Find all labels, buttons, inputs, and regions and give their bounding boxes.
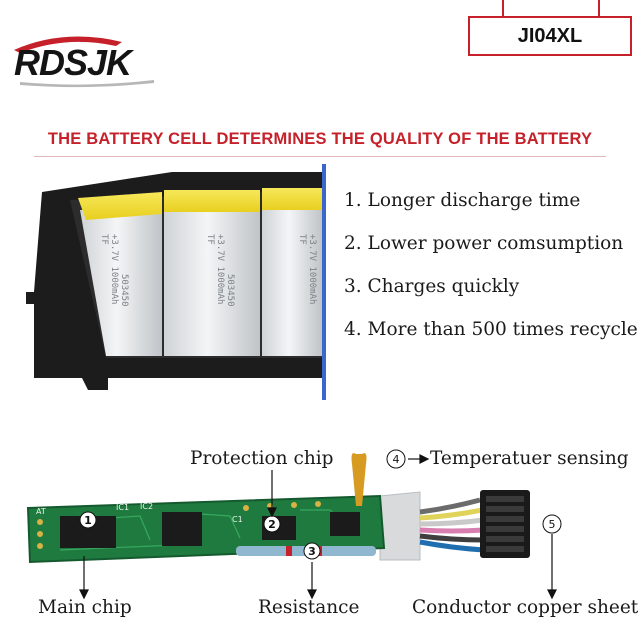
temperature-sensor bbox=[351, 453, 367, 506]
cell-1-brand: TF bbox=[99, 234, 109, 245]
cell-1-code: 503450 bbox=[119, 274, 129, 307]
feature-item: 1. Longer discharge time bbox=[344, 190, 581, 211]
badge-connector-right bbox=[598, 0, 600, 16]
marker-protection-chip: 2 bbox=[268, 518, 276, 531]
label-conductor-copper-sheet: Conductor copper sheet bbox=[412, 597, 639, 618]
cell-3-spec: +3.7V 1000mAh bbox=[307, 234, 317, 304]
silk-ic2: IC2 bbox=[140, 502, 153, 511]
silk-at: AT bbox=[36, 507, 46, 516]
silk-c1: C1 bbox=[232, 515, 243, 524]
ribbon-cable bbox=[419, 497, 485, 553]
feature-item: 2. Lower power comsumption bbox=[344, 233, 624, 254]
cell-2-code: 503450 bbox=[225, 274, 235, 307]
brand-logo: RDSJK bbox=[14, 36, 154, 88]
label-protection-chip: Protection chip bbox=[190, 448, 334, 469]
feature-item: 4. More than 500 times recycle bbox=[344, 319, 638, 340]
label-main-chip: Main chip bbox=[38, 597, 132, 618]
marker-conductor: 5 bbox=[549, 518, 556, 531]
model-number: JI04XL bbox=[517, 24, 583, 47]
cell-2-brand: TF bbox=[205, 234, 215, 245]
marker-resistance: 3 bbox=[308, 545, 316, 558]
headline: THE BATTERY CELL DETERMINES THE QUALITY … bbox=[47, 130, 593, 148]
cell-1-spec: +3.7V 1000mAh bbox=[109, 234, 119, 304]
silk-ic1: IC1 bbox=[116, 503, 129, 512]
label-temperature-sensing: Temperatuer sensing bbox=[430, 448, 629, 469]
feature-list: 1. Longer discharge time 2. Lower power … bbox=[344, 186, 638, 358]
label-resistance: Resistance bbox=[258, 597, 360, 618]
battery-cells bbox=[78, 188, 322, 356]
badge-connector-left bbox=[502, 0, 504, 16]
brand-logo-text: RDSJK bbox=[14, 42, 135, 83]
marker-temperature: 4 bbox=[393, 453, 400, 466]
model-badge: JI04XL bbox=[468, 16, 632, 56]
cell-3-brand: TF bbox=[297, 234, 307, 245]
marker-main-chip: 1 bbox=[84, 514, 92, 527]
pcb-diagram: IC1 IC2 C1 AT 1 2 3 4 5 bbox=[26, 449, 562, 600]
battery-pack-illustration: TF +3.7V 1000mAh 503450 TF +3.7V 1000mAh… bbox=[26, 164, 326, 400]
headline-divider bbox=[34, 156, 606, 157]
cell-2-spec: +3.7V 1000mAh bbox=[215, 234, 225, 304]
feature-item: 3. Charges quickly bbox=[344, 276, 520, 297]
pcb-board bbox=[28, 496, 384, 562]
